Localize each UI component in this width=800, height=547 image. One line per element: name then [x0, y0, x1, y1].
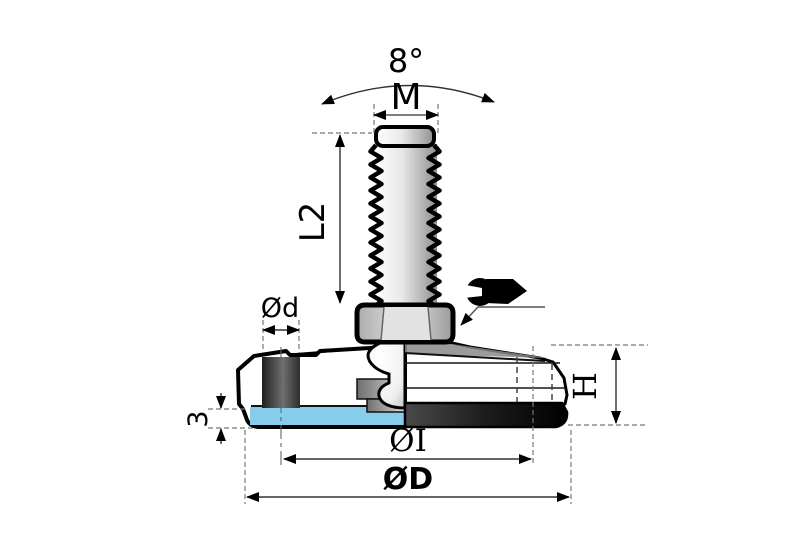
pad-thickness-dimension: 3	[183, 393, 253, 444]
nut-facet-line-right	[427, 306, 432, 341]
angle-dimension: 8°	[321, 42, 495, 105]
stud-top-cap	[374, 125, 436, 148]
top-lip-edge	[295, 347, 372, 355]
inner-diameter-dimension: ØI	[283, 346, 534, 464]
height-dimension: H	[551, 344, 648, 426]
wrench-leader-line	[460, 306, 545, 326]
hole-label: Ød	[261, 293, 299, 324]
base-section-left	[236, 336, 407, 429]
threaded-stud	[368, 125, 442, 340]
length-label: L2	[293, 202, 333, 243]
nut-facet-line-left	[380, 306, 385, 341]
inner-diameter-label: ØI	[389, 423, 427, 459]
pad-thickness-label: 3	[183, 410, 214, 427]
length-dimension: L2	[293, 132, 372, 304]
thread-profile-right	[426, 143, 442, 309]
angle-label: 8°	[388, 42, 424, 80]
top-face-band	[405, 344, 548, 358]
thread-label: M	[390, 77, 421, 118]
thread-fill	[373, 144, 437, 308]
outer-diameter-label: ØD	[383, 462, 433, 497]
wrench-icon	[455, 278, 527, 306]
nut-center-facet	[381, 307, 431, 340]
base-section-body	[236, 341, 407, 429]
thread-dimension: M	[373, 77, 439, 133]
hex-nut	[354, 302, 456, 345]
outer-diameter-dimension: ØD	[244, 430, 572, 504]
ball-joint	[366, 336, 407, 410]
angle-arc	[321, 84, 495, 105]
height-label: H	[566, 372, 604, 400]
rubber-pad-external	[403, 401, 569, 429]
thread-profile-left	[368, 143, 384, 309]
hole-dimension: Ød	[261, 293, 300, 466]
base-external-right	[403, 341, 569, 429]
top-face-line	[404, 352, 546, 362]
